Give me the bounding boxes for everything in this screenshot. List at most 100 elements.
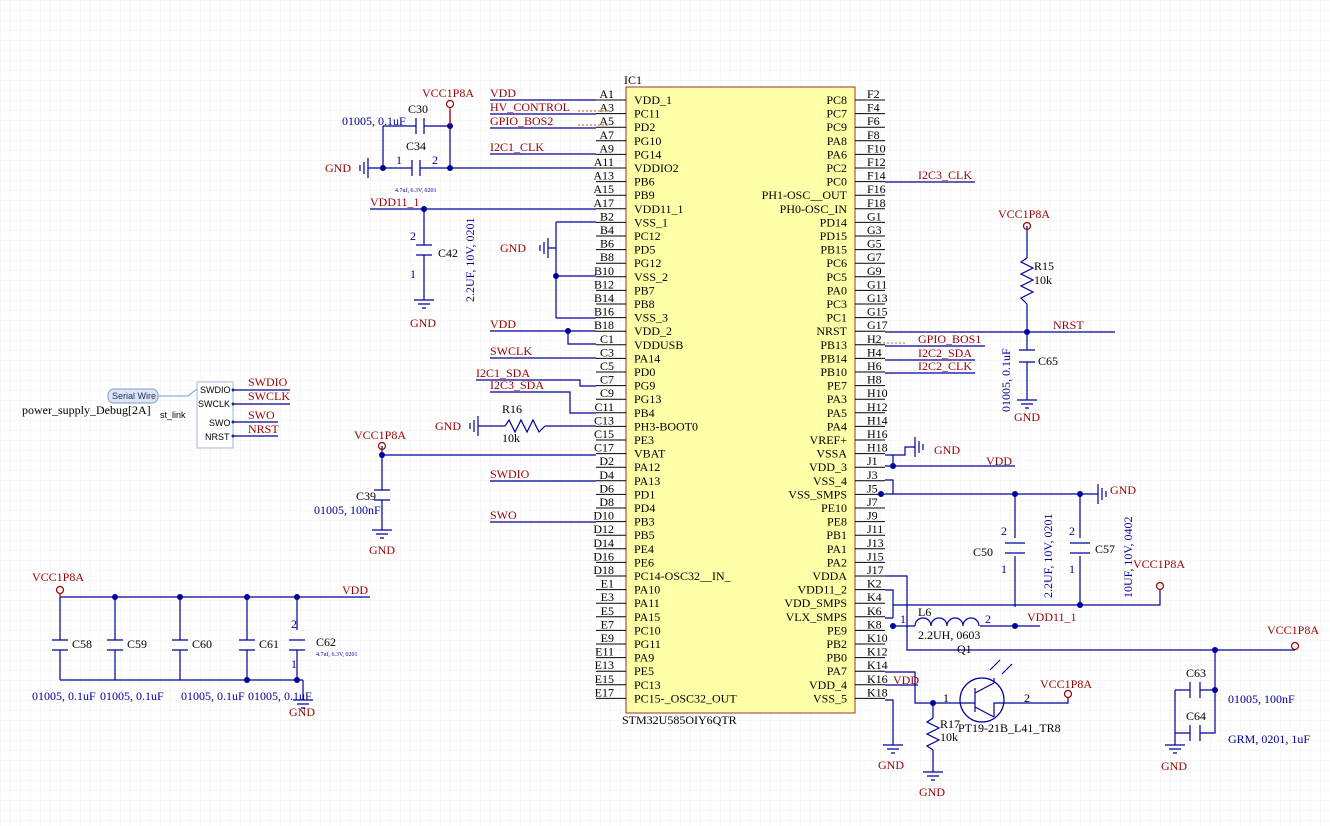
ic1-body[interactable] bbox=[625, 86, 856, 714]
c65-symbol bbox=[1019, 349, 1035, 363]
sheet-body[interactable] bbox=[196, 381, 234, 449]
ic-pin-number: F4 bbox=[867, 101, 880, 115]
sheet-symbol[interactable]: Serial Wire power_supply_Debug[2A] st_li… bbox=[22, 375, 290, 449]
ic-pin-number: B6 bbox=[600, 237, 614, 251]
ic-pin-name: PB2 bbox=[826, 637, 847, 651]
ic-pin-number: A9 bbox=[599, 141, 614, 155]
r16-symbol bbox=[504, 418, 546, 434]
ic-pin-number: K6 bbox=[867, 604, 882, 618]
c57-symbol bbox=[1070, 542, 1090, 554]
net-swdio: SWDIO bbox=[490, 467, 530, 481]
